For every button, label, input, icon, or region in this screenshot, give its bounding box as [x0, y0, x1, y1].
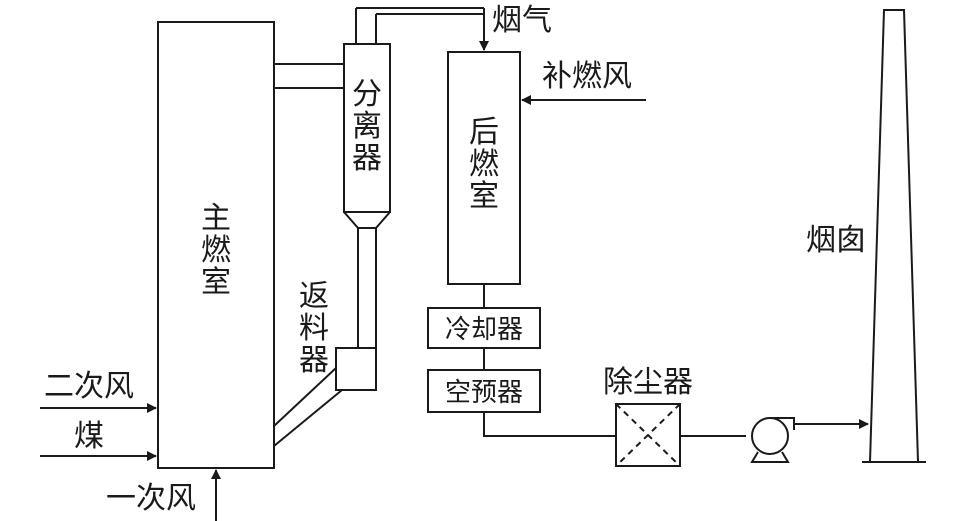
separator-label-2: 离	[352, 109, 382, 144]
fan-icon	[751, 417, 789, 455]
after-chamber-label-2: 燃	[469, 147, 499, 182]
return-feeder-label-3: 器	[299, 343, 329, 378]
separator-cone	[343, 211, 391, 229]
after-chamber-label-1: 后	[469, 115, 499, 150]
return-leg-upper	[273, 367, 337, 427]
return-leg-lower	[273, 389, 343, 447]
fan-outlet	[770, 417, 795, 430]
secondary-air-label: 二次风	[44, 369, 134, 404]
after-chamber-label-3: 室	[469, 179, 499, 214]
main-chamber-label-1: 主	[201, 201, 231, 236]
flue-gas-label: 烟气	[492, 3, 552, 38]
chimney-body	[868, 9, 920, 463]
main-chamber-label-3: 室	[201, 265, 231, 300]
main-chamber-label-2: 燃	[201, 233, 231, 268]
separator-label-3: 器	[352, 141, 382, 176]
separator-label-1: 分	[352, 77, 382, 112]
fan-base	[750, 451, 790, 463]
primary-air-label: 一次风	[106, 481, 196, 516]
connector-preheater-dust	[483, 412, 616, 437]
supplementary-air-label: 补燃风	[542, 59, 632, 94]
dust-collector-cross-2	[615, 403, 681, 467]
coal-label: 煤	[74, 419, 104, 454]
cooler-label: 冷却器	[445, 315, 523, 345]
dust-collector-label: 除尘器	[603, 365, 693, 400]
return-feeder-label-2: 料	[299, 311, 329, 346]
separator-body	[343, 43, 391, 213]
chimney-label: 烟囱	[806, 223, 866, 258]
return-feeder-box	[335, 347, 377, 391]
return-feeder-label-1: 返	[299, 279, 329, 314]
main-chamber-box	[157, 21, 275, 469]
air-preheater-label: 空预器	[445, 378, 523, 408]
